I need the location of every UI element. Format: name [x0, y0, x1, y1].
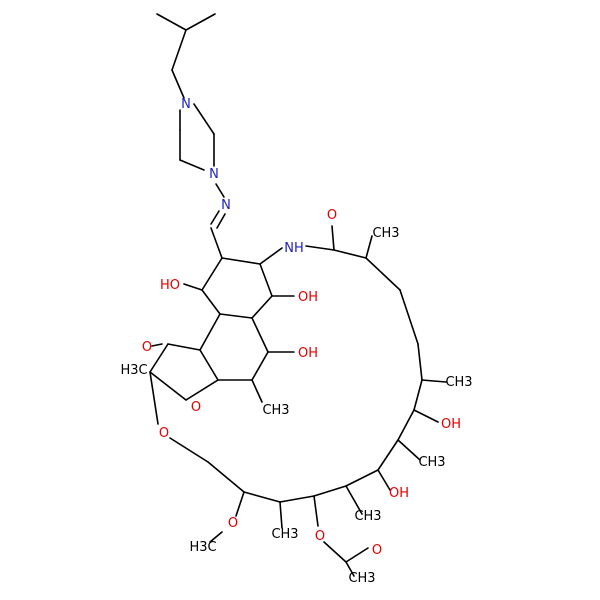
atom-ho-naphthol-left: HO — [160, 278, 180, 293]
atom-oh-chain-c2: OH — [441, 417, 461, 432]
bond-line — [210, 210, 220, 225]
bond-line — [149, 371, 159, 425]
atom-ch3-chain-c5: CH3 — [354, 509, 381, 524]
bond-line — [171, 69, 185, 99]
bond-line — [185, 379, 219, 401]
bond-line — [279, 501, 283, 529]
atom-o-furan: O — [191, 400, 201, 415]
bond-line — [323, 541, 347, 563]
bond-line — [377, 439, 399, 471]
bond-line — [345, 469, 379, 487]
bond-line — [251, 317, 269, 353]
bond-line — [199, 349, 219, 381]
bond-line — [235, 491, 245, 517]
bond-line — [149, 371, 187, 401]
bond-line — [365, 257, 401, 291]
bond-line — [399, 289, 419, 345]
atom-ch3-chain-c7: CH3 — [271, 527, 298, 542]
bond-line — [259, 263, 273, 297]
bond-line — [345, 561, 355, 577]
atom-n-piperazine-bottom: N — [209, 167, 219, 182]
atom-ch3-chain-top: CH3 — [372, 226, 399, 241]
bond-line — [345, 485, 363, 515]
bond-line — [251, 379, 263, 403]
bond-line — [185, 13, 216, 31]
bond-line — [171, 29, 187, 71]
bond-line — [216, 213, 226, 229]
atom-o-methoxy: O — [228, 516, 238, 531]
bond-line — [397, 409, 415, 441]
bond-line — [210, 227, 223, 259]
bond-line — [243, 491, 281, 503]
atom-o-ketone: O — [142, 340, 152, 355]
bond-line — [149, 343, 169, 373]
bond-line — [333, 249, 367, 259]
bond-line — [279, 495, 315, 503]
bond-line — [183, 283, 203, 291]
atom-oh-ring-lower: OH — [298, 346, 318, 361]
bond-line — [167, 343, 201, 351]
bond-line — [259, 247, 283, 265]
bond-line — [151, 343, 163, 347]
bond-line — [215, 183, 225, 198]
bond-line — [201, 289, 221, 315]
bond-line — [221, 257, 261, 265]
bond-line — [377, 469, 391, 491]
bond-line — [413, 409, 439, 423]
atom-o-ketal: O — [159, 426, 169, 441]
atom-ch3-chain-c3: CH3 — [418, 455, 445, 470]
atom-n-piperazine-top: N — [181, 97, 191, 112]
bond-line — [219, 313, 253, 319]
atom-o-acetoxy: O — [315, 529, 325, 544]
bond-line — [251, 295, 273, 319]
bond-line — [365, 235, 373, 259]
bond-line — [251, 351, 269, 381]
atom-h3c-methoxy: H3C — [189, 540, 216, 555]
bond-line — [201, 257, 223, 291]
bond-line — [345, 547, 369, 563]
bond-line — [313, 495, 319, 527]
bond-line — [417, 343, 423, 381]
bond-line — [199, 313, 221, 351]
atom-o-amide: O — [327, 208, 337, 223]
bond-layer — [149, 13, 447, 577]
atom-label-layer: N N N NH O HO OH OH O H3C O O CH3 CH3 CH… — [120, 97, 472, 586]
bond-line — [207, 461, 245, 493]
bond-line — [397, 439, 421, 461]
atom-ch3-chain-c1: CH3 — [445, 375, 472, 390]
bond-line — [193, 103, 215, 135]
bond-line — [313, 485, 347, 497]
bond-line — [209, 531, 223, 543]
atom-nh-amide: NH — [284, 241, 304, 256]
bond-line — [413, 379, 423, 411]
atom-oh-ring-upper: OH — [298, 290, 318, 305]
atom-n-imine: N — [221, 198, 231, 213]
bond-line — [179, 159, 205, 171]
atom-o-acetyl: O — [372, 543, 382, 558]
bond-line — [169, 437, 209, 463]
atom-oh-chain-c4: OH — [389, 486, 409, 501]
bond-line — [331, 225, 335, 251]
bond-line — [305, 245, 335, 251]
atom-ch3-acetyl: CH3 — [348, 571, 375, 586]
atom-ch3-aromatic: CH3 — [262, 403, 289, 418]
atom-h3c-spiro: H3C — [120, 363, 147, 378]
bond-line — [421, 379, 447, 383]
bond-line — [156, 13, 187, 31]
